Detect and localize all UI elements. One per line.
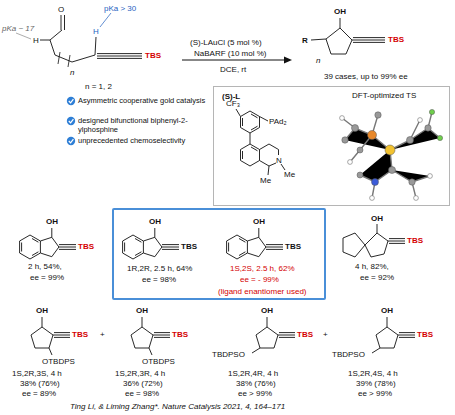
label-text: (S)-LAuCl (5 mol %): [190, 38, 262, 47]
label-text: +: [100, 330, 105, 339]
label-text: pKa ~ 17: [2, 24, 34, 33]
label-text: Me: [260, 176, 271, 185]
label-text: OH: [253, 217, 265, 226]
label-text: OTBDPS: [42, 357, 75, 366]
label-text: OH: [334, 7, 346, 16]
label-text: 39% (78%): [356, 379, 396, 388]
node-text: DFT-optimized TS: [352, 91, 416, 100]
label-text: R: [302, 36, 308, 45]
label-text: n: [316, 56, 320, 65]
label-text: OH: [149, 217, 161, 226]
label-text: 38% (76%): [236, 379, 276, 388]
label-text: 4 h, 82%,: [355, 262, 389, 271]
label-text: PAd₂: [269, 117, 287, 126]
label-text: TBS: [297, 330, 313, 339]
label-text: +: [323, 330, 328, 339]
node-text: ee = 98%: [142, 275, 176, 284]
label-text: ee > 99%: [358, 389, 392, 398]
label-text: Asymmetric cooperative gold catalysis: [78, 96, 210, 105]
label-text: 2 h, 54%,: [28, 262, 62, 271]
label-text: TBS: [145, 51, 161, 60]
label-text: ee = 99%: [30, 273, 64, 282]
label-text: TBS: [285, 242, 301, 251]
label-text: 1S,2R,4S, 4 h: [348, 369, 398, 378]
label-text: NaBARF (10 mol %): [194, 49, 266, 58]
label-text: designed bifunctional biphenyl-2-ylphosp…: [78, 116, 210, 134]
label-text: OH: [261, 306, 273, 315]
label-text: ee = 89%: [22, 389, 56, 398]
label-text: TBDPSO: [332, 350, 365, 359]
label-text: O: [58, 5, 64, 14]
ligand-inset-box: (S)-LDFT-optimized TS: [213, 86, 450, 206]
node-text: 1R,2R, 2.5 h, 64%: [127, 264, 192, 273]
label-text: OTBDPS: [142, 357, 175, 366]
node-text: 1S,2S, 2.5 h, 62%: [230, 264, 295, 273]
label-text: 1S,2R,4R, 4 h: [228, 369, 278, 378]
label-text: CF₃: [226, 99, 240, 108]
label-text: OH: [381, 306, 393, 315]
label-text: 39 cases, up to 99% ee: [324, 72, 408, 81]
label-text: ee = 92%: [360, 273, 394, 282]
label-text: TBS: [78, 242, 94, 251]
label-text: TBS: [417, 330, 433, 339]
label-text: ee > 99%: [238, 389, 272, 398]
label-text: TBS: [172, 330, 188, 339]
label-text: Me: [284, 170, 295, 179]
label-text: TBS: [181, 242, 197, 251]
label-text: TBS: [407, 236, 423, 245]
label-text: H: [93, 27, 99, 36]
highlight-box: 1R,2R, 2.5 h, 64% ee = 98% 1S,2S, 2.5 h, 6…: [112, 208, 326, 300]
label-text: unprecedented chemoselectivity: [78, 136, 210, 145]
label-text: TBS: [72, 330, 88, 339]
label-text: 1S,2R,3R, 4 h: [115, 369, 165, 378]
label-text: ee = 98%: [125, 389, 159, 398]
label-text: TBS: [388, 35, 404, 44]
node-text: (ligand enantiomer used): [218, 287, 307, 296]
label-text: OH: [136, 306, 148, 315]
label-text: n: [70, 68, 74, 77]
label-text: Ting Li, & Liming Zhang*. Nature Catalys…: [70, 402, 285, 411]
node-text: ee = - 99%: [240, 275, 279, 284]
label-text: 36% (72%): [123, 379, 163, 388]
label-text: TBDPSO: [212, 350, 245, 359]
label-text: 1S,2R,3S, 4 h: [12, 369, 62, 378]
label-text: OH: [46, 217, 58, 226]
label-text: pKa > 30: [104, 4, 136, 13]
label-text: OH: [371, 214, 383, 223]
label-text: n = 1, 2: [85, 82, 112, 91]
label-text: H: [33, 36, 39, 45]
label-text: DCE, rt: [220, 65, 246, 74]
label-text: N: [276, 156, 282, 165]
label-text: OH: [36, 306, 48, 315]
label-text: 38% (76%): [20, 379, 60, 388]
